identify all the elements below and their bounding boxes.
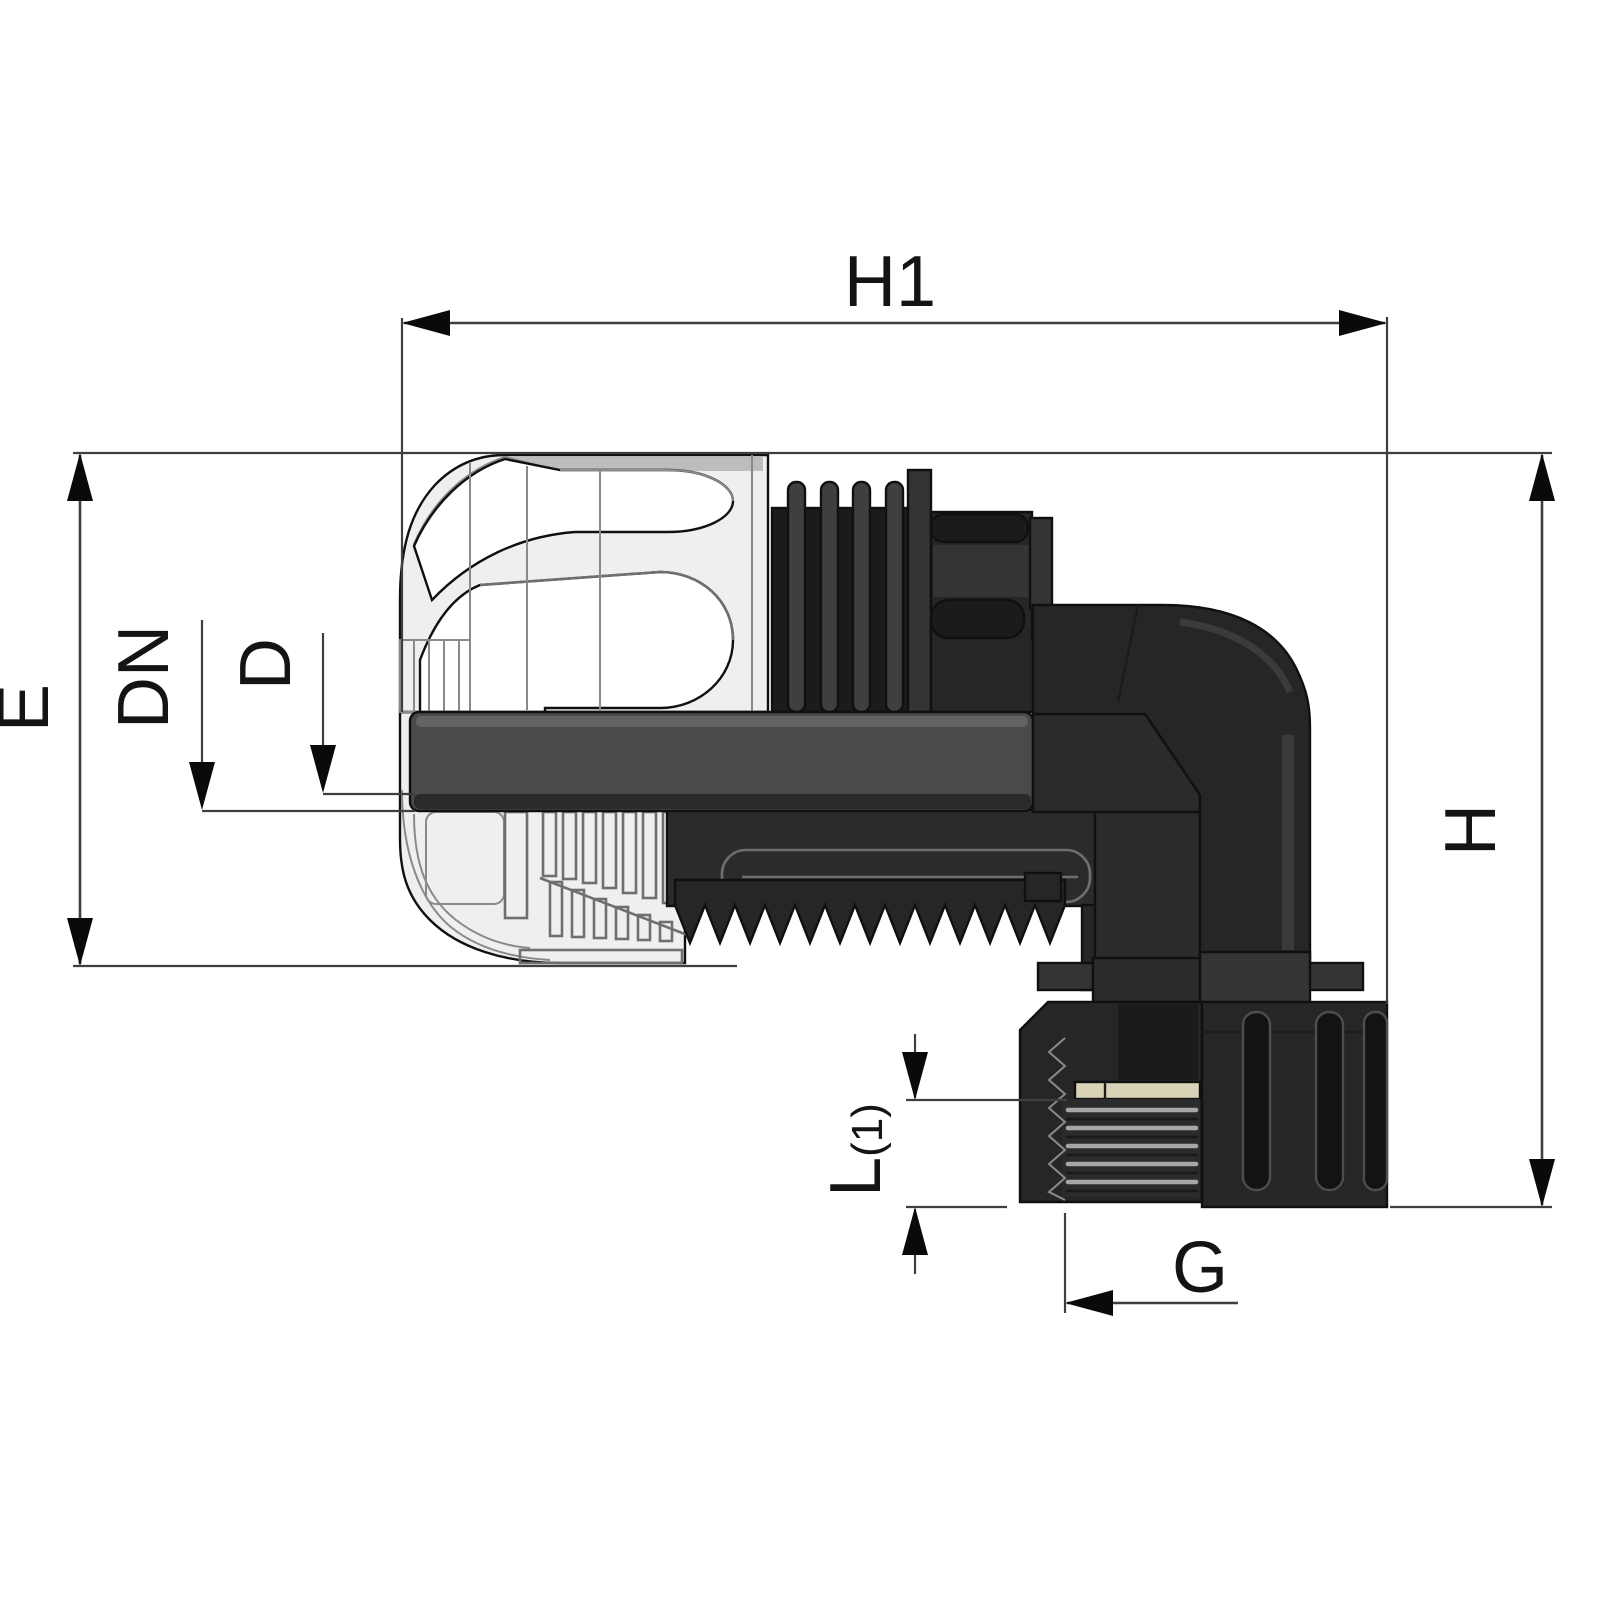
elbow-lower-slab	[1093, 810, 1202, 964]
nut-slot	[1362, 1010, 1389, 1192]
grip-tooth	[548, 880, 564, 938]
nut-slot	[1314, 1010, 1345, 1192]
bellows	[770, 468, 933, 714]
grip-tooth	[570, 888, 586, 939]
g-label: G	[1172, 1228, 1228, 1308]
dn-arrow	[189, 762, 215, 810]
h-arrow-top	[1529, 453, 1555, 501]
grip-tooth	[614, 905, 630, 941]
thread-zigzag-edge	[1047, 1037, 1067, 1201]
l1-label-sub: (1)	[843, 1103, 892, 1157]
washer	[1073, 1080, 1202, 1101]
elbow-outer-highlight	[1179, 618, 1294, 694]
clamp-skirt-inner-curve	[413, 813, 531, 949]
collar-pin-lower	[929, 598, 1026, 640]
dim-d: D	[226, 633, 415, 796]
h1-arrow-right	[1339, 310, 1387, 336]
h-arrow-bottom	[1529, 1159, 1555, 1207]
collar-pin-upper	[929, 512, 1030, 544]
dim-dn: DN	[104, 620, 415, 813]
fitting	[398, 453, 1389, 1209]
clamp-bottom-lip	[518, 948, 684, 965]
clamp-window-upper-band	[560, 469, 734, 502]
grip-fins-lower	[548, 880, 674, 943]
elbow-step-tab	[1023, 871, 1063, 903]
clamp-skirt-inner-curve2	[401, 789, 551, 961]
l1-label: L(1)	[816, 1103, 896, 1197]
e-arrow-top	[67, 453, 93, 501]
nut	[1200, 1000, 1389, 1209]
nut-slot	[1241, 1010, 1272, 1192]
d-arrow	[310, 745, 336, 793]
elbow-bend	[1031, 603, 1312, 964]
flange-transition	[1091, 956, 1205, 1006]
bellows-rib	[819, 480, 840, 714]
elbow	[1023, 603, 1312, 964]
collar-band	[933, 545, 1030, 597]
l1-arrow-bottom	[902, 1207, 928, 1255]
grip-tooth	[658, 920, 674, 943]
cartridge-teeth	[673, 878, 1067, 947]
clamp-top-face	[508, 457, 763, 471]
pipe	[408, 710, 1035, 813]
collar	[929, 510, 1054, 714]
pipe-highlight	[416, 716, 1028, 727]
grip-tooth	[636, 913, 652, 942]
h-label: H	[1431, 804, 1511, 856]
bellows-tall-rib	[906, 468, 933, 714]
elbow-socket-face	[1028, 516, 1054, 610]
e-arrow-bottom	[67, 918, 93, 966]
flange	[1036, 950, 1365, 1006]
dim-e: E	[0, 453, 737, 968]
downpipe-front	[1198, 950, 1312, 1006]
bellows-rib	[786, 480, 807, 714]
dim-h: H	[1390, 453, 1555, 1209]
clamp-window-lower-band	[479, 570, 735, 641]
dim-g: G	[1063, 1213, 1238, 1316]
grip-tooth	[592, 897, 608, 940]
thread-stripes	[1065, 1107, 1199, 1193]
d-label: D	[226, 638, 306, 690]
e-label: E	[0, 684, 64, 732]
elbow-pipe-highlight	[1282, 735, 1294, 950]
g-arrow	[1065, 1290, 1113, 1316]
dim-l1: L(1)	[816, 1034, 1067, 1274]
elbow-seam	[1116, 604, 1140, 703]
nut-body	[1200, 1000, 1389, 1209]
l1-label-main: L	[816, 1157, 896, 1197]
dn-label: DN	[104, 625, 184, 729]
collar-lower-band	[933, 641, 1032, 710]
l1-arrow-top	[902, 1052, 928, 1100]
thread-bore	[1118, 1004, 1198, 1080]
bellows-rib	[851, 480, 872, 714]
thread-section	[1018, 1000, 1204, 1204]
h1-label: H1	[844, 242, 936, 322]
clamp-window-lower	[418, 570, 735, 714]
h1-arrow-left	[402, 310, 450, 336]
dim-h1: H1	[400, 242, 1389, 1004]
dimensions: H1 E DN D H	[0, 242, 1555, 1316]
pipe-lower-strip	[414, 794, 1031, 809]
bellows-rib	[884, 480, 905, 714]
flange-left-tab	[1036, 961, 1095, 992]
